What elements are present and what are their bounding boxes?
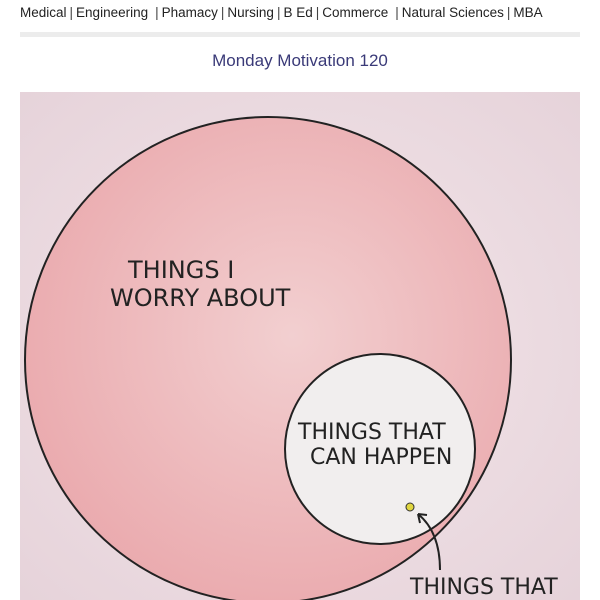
nav-medical[interactable]: Medical xyxy=(20,5,67,20)
top-nav: Medical| Engineering| Phamacy| Nursing| … xyxy=(20,5,580,20)
nav-separator: | xyxy=(220,5,225,20)
nav-nursing[interactable]: Nursing xyxy=(227,5,274,20)
arrow-line xyxy=(417,513,441,571)
big-circle-label-line2: WORRY ABOUT xyxy=(110,284,291,312)
small-circle xyxy=(284,353,476,545)
nav-separator: | xyxy=(395,5,399,20)
motivation-image: THINGS I WORRY ABOUT THINGS THAT CAN HAP… xyxy=(20,92,580,600)
nav-separator: | xyxy=(315,5,320,20)
tiny-circle xyxy=(405,502,415,512)
small-circle-label-line2: CAN HAPPEN xyxy=(310,445,452,470)
small-circle-label-line1: THINGS THAT xyxy=(297,420,446,445)
big-circle xyxy=(24,116,512,600)
nav-natural-sciences[interactable]: Natural Sciences xyxy=(401,5,504,20)
nav-commerce[interactable]: Commerce xyxy=(322,5,389,20)
nav-separator: | xyxy=(69,5,74,20)
nav-separator: | xyxy=(506,5,511,20)
big-circle-label-line1: THINGS I xyxy=(127,256,234,284)
page-title: Monday Motivation 120 xyxy=(212,51,388,70)
nav-bed[interactable]: B Ed xyxy=(283,5,313,20)
nav-mba[interactable]: MBA xyxy=(513,5,543,20)
nav-pharmacy[interactable]: Phamacy xyxy=(161,5,218,20)
arrow-head-icon xyxy=(417,513,428,524)
nav-divider xyxy=(20,32,580,37)
pointer-label: THINGS THAT xyxy=(409,575,558,600)
nav-separator: | xyxy=(155,5,159,20)
nav-separator: | xyxy=(276,5,281,20)
nav-engineering[interactable]: Engineering xyxy=(76,5,149,20)
